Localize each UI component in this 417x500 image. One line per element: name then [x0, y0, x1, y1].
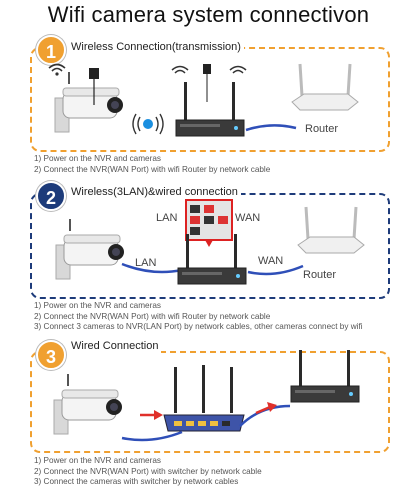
lan-port-label: LAN	[156, 212, 178, 224]
signal-icon	[132, 113, 164, 135]
port-zoom-icon	[185, 199, 233, 247]
router-icon	[297, 206, 365, 254]
section-1-steps: 1) Power on the NVR and cameras 2) Conne…	[34, 154, 270, 175]
step-item: 2) Connect the NVR(WAN Port) with wifi R…	[34, 164, 271, 174]
cable-icon	[247, 264, 304, 276]
router-label: Router	[305, 123, 339, 135]
section-3-panel	[30, 351, 390, 453]
section-3-steps: 1) Power on the NVR and cameras 2) Conne…	[34, 456, 262, 488]
camera-icon	[55, 219, 124, 280]
camera-icon	[53, 374, 122, 435]
section-3-heading: Wired Connection	[68, 339, 162, 353]
wifi-icon	[48, 63, 66, 76]
section-2-heading: Wireless(3LAN)&wired connection	[68, 185, 241, 199]
plug-icon	[89, 68, 99, 105]
step-item: 2) Connect the NVR(WAN Port) with switch…	[34, 466, 262, 476]
router-label: Router	[303, 269, 337, 281]
cable-icon	[121, 262, 183, 274]
nvr-icon	[290, 350, 360, 403]
step-item: 2) Connect the NVR(WAN Port) with wifi R…	[34, 311, 271, 321]
cable-icon	[245, 124, 297, 132]
section-1-badge: 1	[36, 35, 66, 65]
step-item: 1) Power on the NVR and cameras	[34, 456, 161, 465]
cable-icon	[121, 430, 183, 442]
step-item: 3) Connect 3 cameras to NVR(LAN Port) by…	[34, 322, 363, 331]
arrow-icon	[255, 402, 277, 415]
wan-port-label: WAN	[235, 212, 261, 224]
arrow-icon	[140, 410, 163, 420]
step-item: 1) Power on the NVR and cameras	[34, 301, 161, 310]
lan-cable-label: LAN	[135, 257, 157, 269]
page-title: Wifi camera system connectivon	[47, 2, 370, 27]
section-1-heading: Wireless Connection(transmission)	[68, 40, 244, 54]
switch-icon	[163, 365, 245, 432]
step-item: 1) Power on the NVR and cameras	[34, 154, 161, 163]
section-2-steps: 1) Power on the NVR and cameras 2) Conne…	[34, 301, 363, 333]
section-2-badge: 2	[36, 181, 66, 211]
wan-cable-label: WAN	[258, 255, 284, 267]
step-item: 3) Connect the cameras with switcher by …	[34, 477, 239, 486]
section-3-badge: 3	[36, 340, 66, 370]
nvr-icon	[177, 234, 247, 285]
nvr-icon	[171, 64, 247, 137]
camera-icon	[54, 72, 123, 133]
router-icon	[291, 63, 359, 111]
